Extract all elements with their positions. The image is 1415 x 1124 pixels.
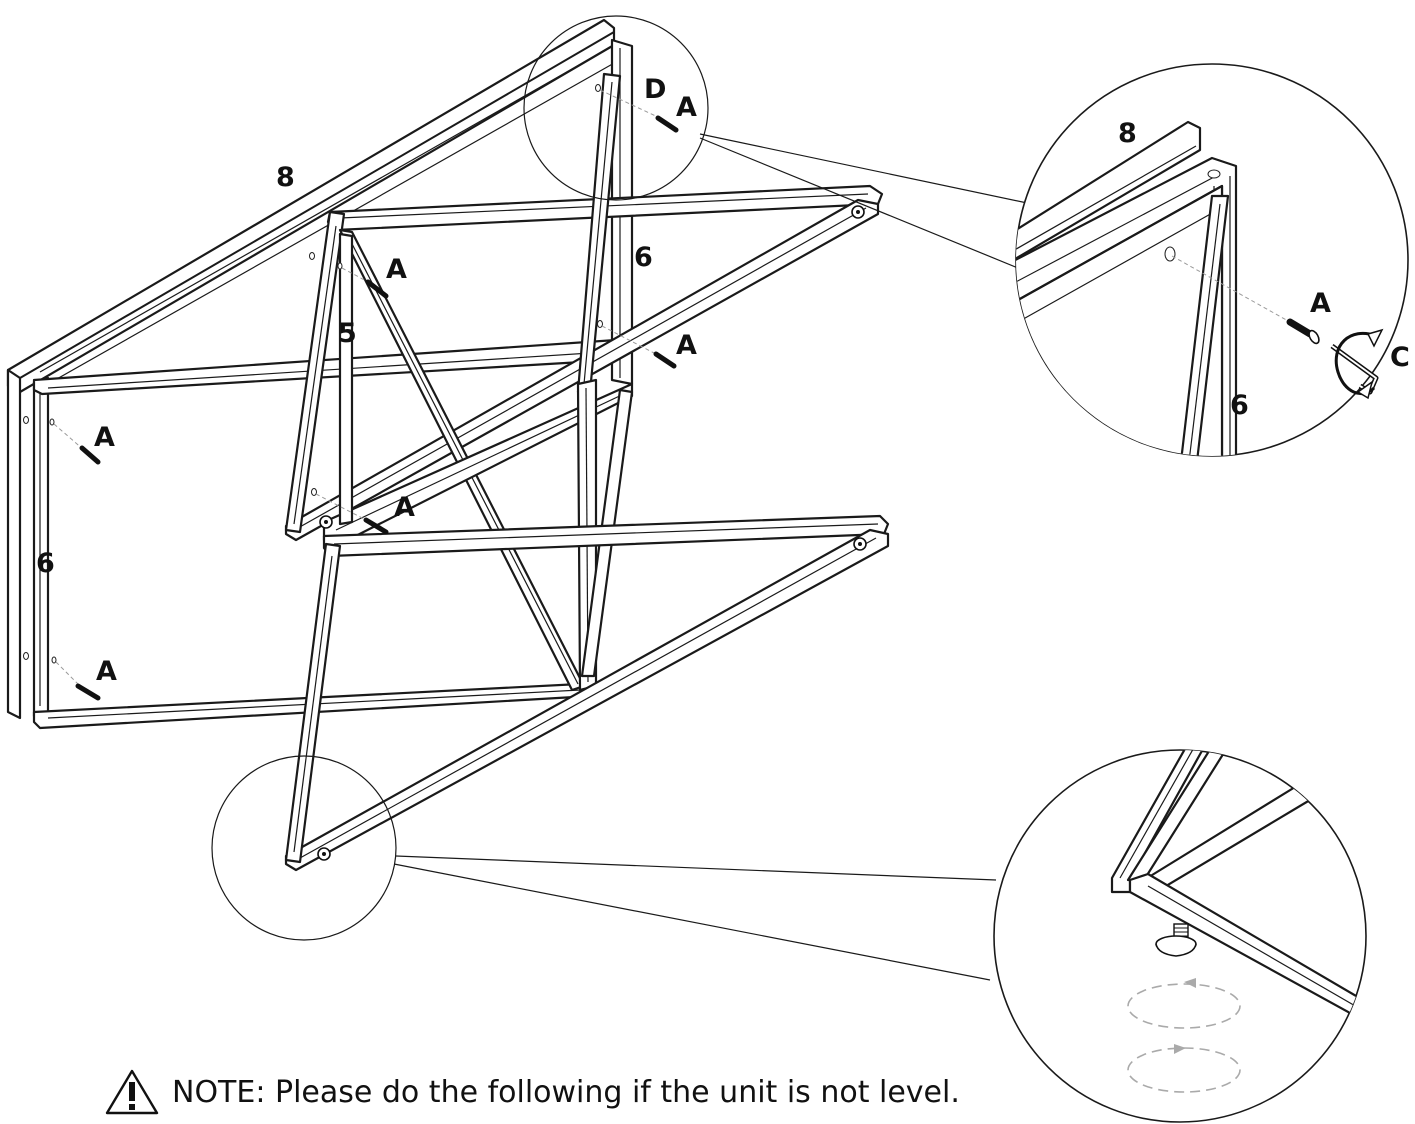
screw-holes bbox=[23, 84, 603, 664]
label-dowel: D bbox=[644, 74, 666, 105]
label-screw-3: A bbox=[676, 330, 697, 361]
upper-x-frame bbox=[284, 72, 884, 542]
warning-triangle-icon bbox=[105, 1069, 159, 1115]
label-screw-6: A bbox=[96, 656, 117, 687]
zoom-label-side-panel: 6 bbox=[1230, 390, 1249, 421]
label-top-bar: 8 bbox=[276, 162, 295, 193]
label-cross-brace: 5 bbox=[338, 318, 357, 349]
zoom-label-top-bar: 8 bbox=[1118, 118, 1137, 149]
leveling-feet bbox=[317, 205, 867, 861]
top-callout-source bbox=[523, 15, 1033, 269]
label-left-side: 6 bbox=[36, 548, 55, 579]
zoom-detail-bottom bbox=[993, 749, 1367, 1123]
label-screw-1: A bbox=[676, 92, 697, 123]
lower-x-frame bbox=[284, 514, 890, 872]
zoom-label-hex-key: C bbox=[1390, 342, 1410, 373]
back-top-bar bbox=[6, 18, 617, 720]
label-screw-5: A bbox=[394, 492, 415, 523]
zoom-label-screw: A bbox=[1310, 288, 1331, 319]
label-screw-4: A bbox=[94, 422, 115, 453]
level-note: NOTE: Please do the following if the uni… bbox=[104, 1066, 960, 1118]
zoom-detail-top: 8 A C 6 bbox=[1015, 63, 1410, 457]
label-screw-2: A bbox=[386, 254, 407, 285]
note-text: NOTE: Please do the following if the uni… bbox=[172, 1074, 960, 1110]
label-right-side: 6 bbox=[634, 242, 653, 273]
screws-a bbox=[75, 115, 679, 701]
bottom-callout-source bbox=[211, 755, 997, 981]
